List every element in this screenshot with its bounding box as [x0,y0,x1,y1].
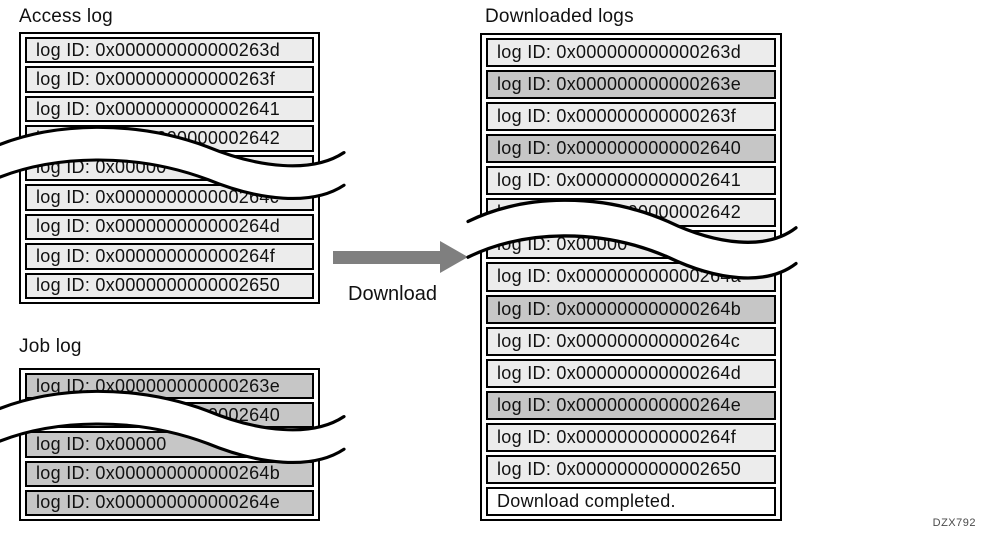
log-row: log ID: 0x000000000000263d [486,38,776,68]
job-log-title: Job log [19,336,82,357]
log-row: log ID: 0x000000000000264e [25,489,314,516]
torn-paper-wave-access [0,125,346,200]
download-arrow-label: Download [348,283,437,305]
log-row: log ID: 0x000000000000264b [486,294,776,324]
log-row: log ID: 0x000000000000264b [25,460,314,487]
torn-paper-wave-job [0,389,346,464]
log-row: log ID: 0x0000000000002650 [25,272,314,299]
download-arrow-head-icon [440,241,468,273]
log-row: log ID: 0x000000000000263d [25,37,314,64]
torn-paper-wave-downloaded [466,198,798,280]
log-row: log ID: 0x000000000000264f [25,243,314,270]
log-row: log ID: 0x0000000000002640 [486,134,776,164]
log-row: log ID: 0x0000000000002641 [486,166,776,196]
downloaded-logs-title: Downloaded logs [485,6,634,27]
log-row: log ID: 0x000000000000264f [486,422,776,452]
log-row: log ID: 0x000000000000264c [486,326,776,356]
download-arrow-body [333,251,441,264]
log-row: log ID: 0x000000000000264e [486,390,776,420]
log-row: log ID: 0x000000000000264d [486,358,776,388]
log-row: log ID: 0x000000000000263e [486,70,776,100]
access-log-title: Access log [19,6,113,27]
log-row: log ID: 0x0000000000002650 [486,454,776,484]
log-row: log ID: 0x000000000000264d [25,213,314,241]
log-row: Download completed. [486,486,776,516]
log-row: log ID: 0x000000000000263f [486,102,776,132]
log-row: log ID: 0x0000000000002641 [25,95,314,123]
log-row: log ID: 0x000000000000263f [25,66,314,93]
figure-code: DZX792 [932,517,976,529]
